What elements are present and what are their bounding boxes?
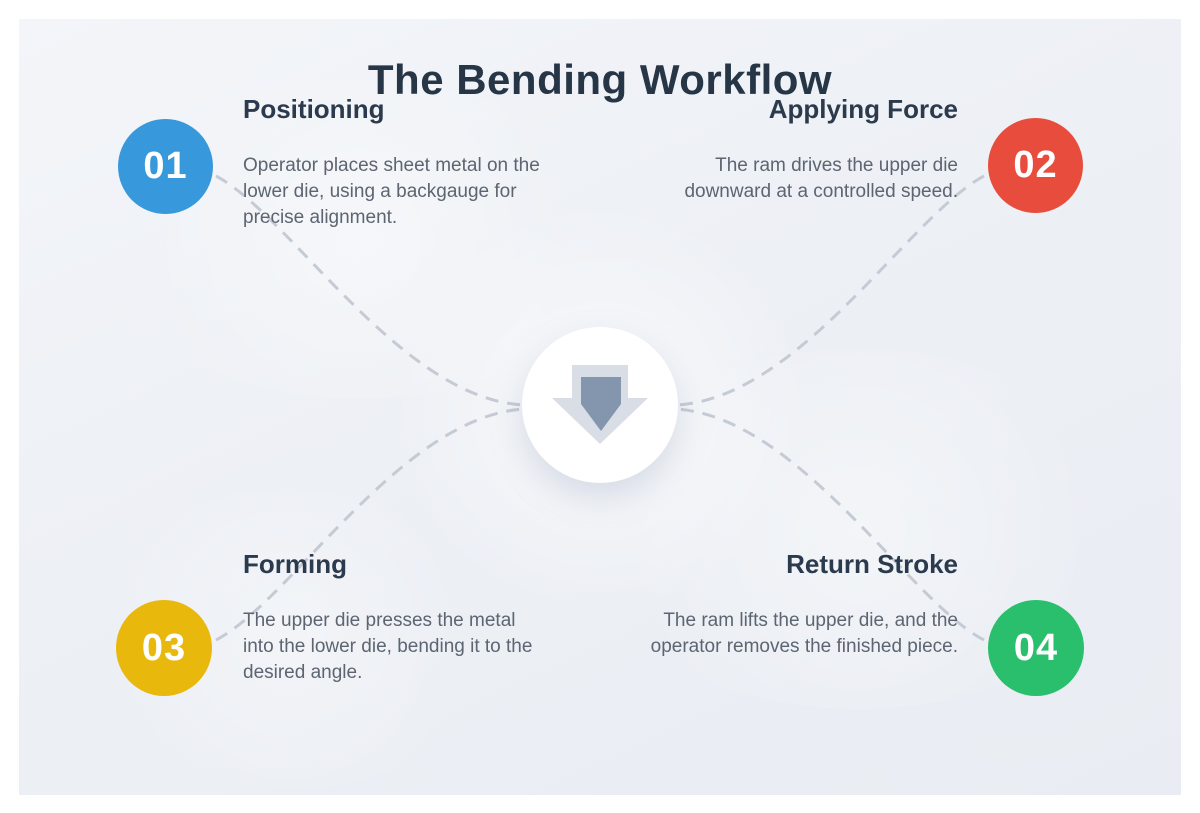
arrow-down-icon <box>552 365 648 444</box>
step-circle-02: 02 <box>988 118 1083 213</box>
step-circle-04: 04 <box>988 600 1084 696</box>
page-title: The Bending Workflow <box>367 56 833 103</box>
step-number-04: 04 <box>1013 626 1059 669</box>
step-circle-01: 01 <box>118 119 213 214</box>
center-hub-circle <box>522 327 678 483</box>
step-description-positioning: Operator places sheet metal on the lower… <box>243 155 540 228</box>
step-title-applying-force: Applying Force <box>768 94 958 124</box>
step-circle-03: 03 <box>116 600 212 696</box>
step-description-applying-force: The ram drives the upper die downward at… <box>684 155 958 202</box>
step-description-forming: The upper die presses the metal into the… <box>243 610 533 683</box>
step-block-forming: Forming The upper die presses the metal … <box>243 549 543 685</box>
step-title-positioning: Positioning <box>243 94 385 124</box>
step-number-01: 01 <box>143 145 188 187</box>
step-title-forming: Forming <box>243 549 347 579</box>
step-title-return-stroke: Return Stroke <box>786 549 958 579</box>
step-block-positioning: Positioning Operator places sheet metal … <box>243 94 558 230</box>
step-description-return-stroke: The ram lifts the upper die, and the ope… <box>650 610 958 657</box>
step-block-applying-force: Applying Force The ram drives the upper … <box>658 94 958 205</box>
step-block-return-stroke: Return Stroke The ram lifts the upper di… <box>623 549 958 660</box>
step-number-02: 02 <box>1013 144 1058 186</box>
arrow-down-inner-shape <box>581 377 621 431</box>
step-number-03: 03 <box>141 626 187 669</box>
